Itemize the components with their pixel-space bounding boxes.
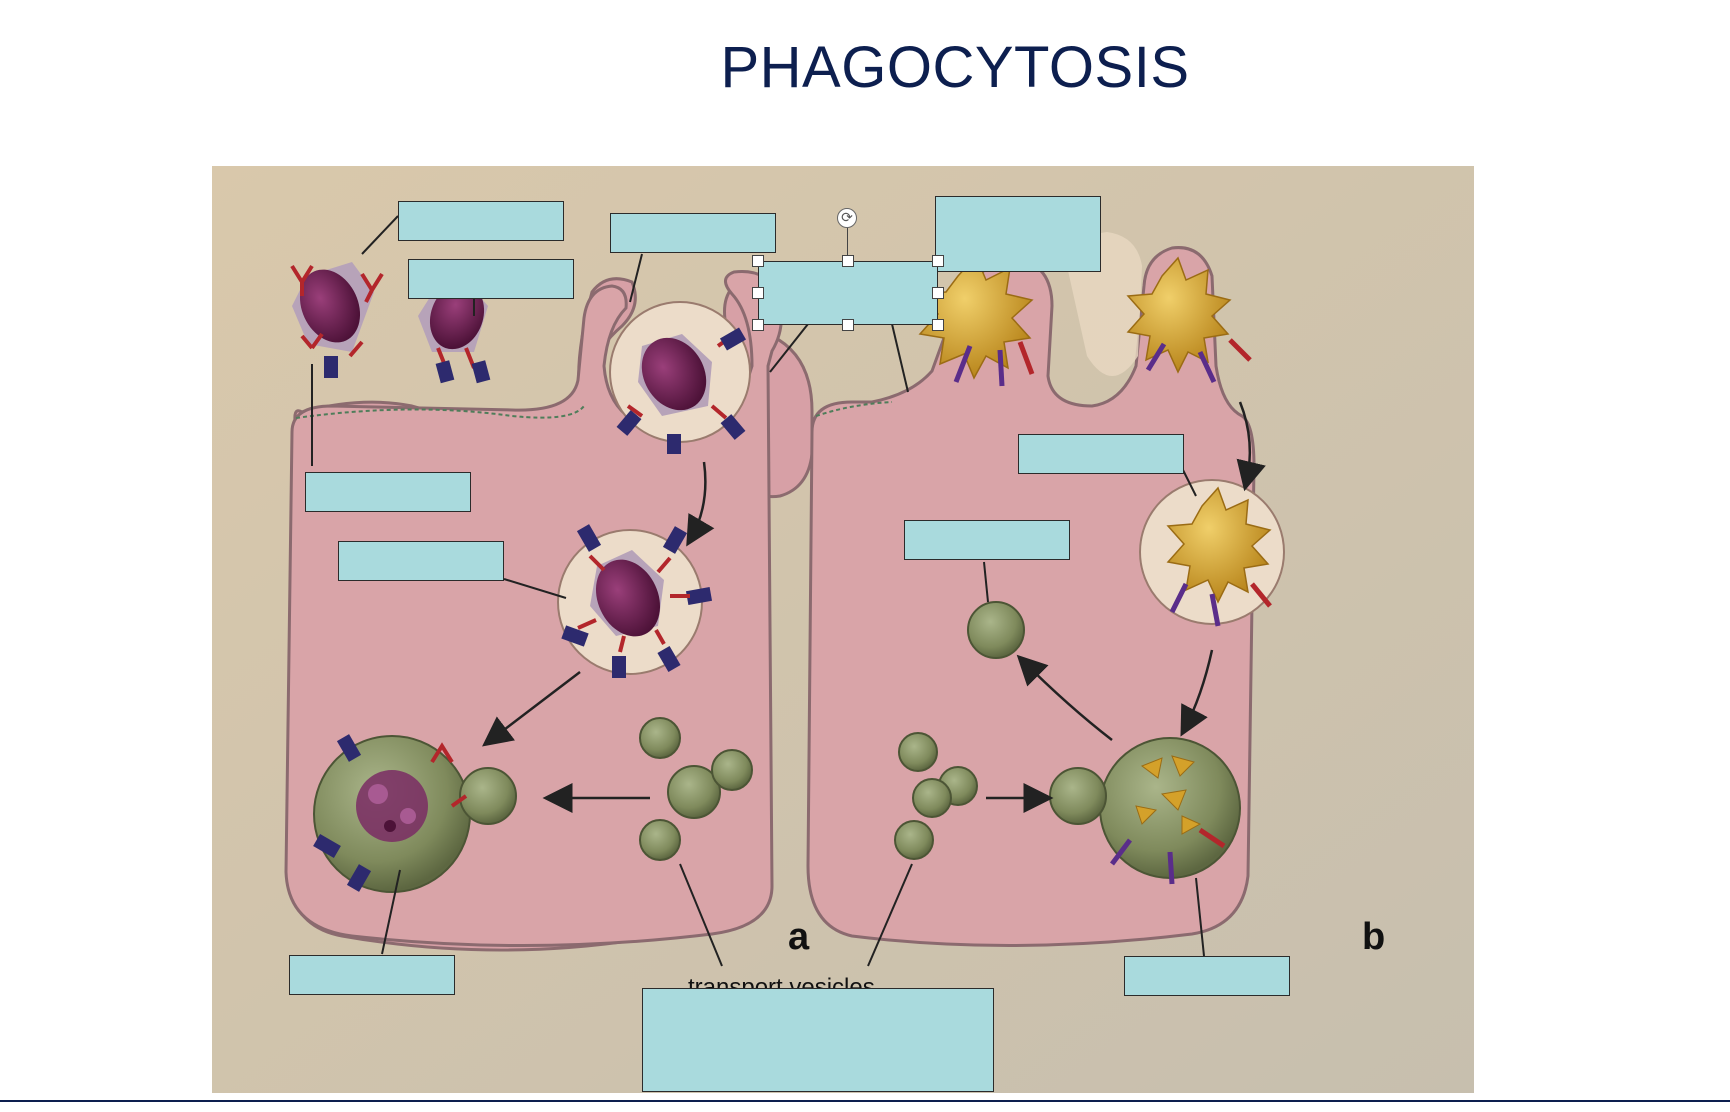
pathogen-engulfing-a — [616, 327, 747, 454]
vesicle-a-1 — [639, 717, 681, 759]
vesicle-a-2 — [667, 765, 721, 819]
vesicle-b-1 — [898, 732, 938, 772]
answer-box-selected[interactable] — [758, 261, 938, 325]
resize-handle-nw[interactable] — [752, 255, 764, 267]
answer-box-4[interactable] — [935, 196, 1101, 272]
arrow-b-1 — [1236, 401, 1266, 492]
resize-handle-se[interactable] — [932, 319, 944, 331]
answer-box-2[interactable] — [408, 259, 574, 299]
slide-title: PHAGOCYTOSIS — [720, 35, 1190, 100]
pathogen-opsonized-1 — [290, 262, 384, 378]
answer-box-9[interactable] — [289, 955, 455, 995]
answer-box-1[interactable] — [398, 201, 564, 241]
answer-box-5[interactable] — [305, 472, 471, 512]
rotate-handle-stem — [847, 228, 848, 258]
residual-body-b — [967, 601, 1025, 659]
vesicle-a-4 — [639, 819, 681, 861]
panel-label-a: a — [788, 916, 810, 958]
resize-handle-s[interactable] — [842, 319, 854, 331]
slide-bottom-rule — [0, 1100, 1730, 1102]
pathogen-in-phagosome-b — [1166, 486, 1272, 627]
digested-pathogen-a — [313, 734, 468, 892]
answer-box-7[interactable] — [1018, 434, 1184, 474]
pathogen-b-2 — [1126, 256, 1252, 384]
lysosome-bud-a — [459, 767, 517, 825]
resize-handle-ne[interactable] — [932, 255, 944, 267]
digested-pathogen-b — [1110, 755, 1226, 885]
answer-box-8[interactable] — [904, 520, 1070, 560]
vesicle-b-4 — [894, 820, 934, 860]
resize-handle-n[interactable] — [842, 255, 854, 267]
vesicle-a-3 — [711, 749, 753, 791]
cell-a-cortex — [295, 405, 585, 419]
arrow-b-3 — [1016, 654, 1113, 741]
lysosome-bud-b — [1049, 767, 1107, 825]
cell-b-cortex — [815, 401, 893, 417]
arrow-a-1 — [686, 461, 715, 547]
resize-handle-w[interactable] — [752, 287, 764, 299]
rotate-handle[interactable]: ⟳ — [837, 208, 857, 228]
answer-box-3[interactable] — [610, 213, 776, 253]
answer-box-6[interactable] — [338, 541, 504, 581]
vesicle-b-3 — [912, 778, 952, 818]
answer-box-10[interactable] — [1124, 956, 1290, 996]
panel-label-b: b — [1362, 916, 1386, 958]
answer-box-11[interactable] — [642, 988, 994, 1092]
pathogen-in-phagosome-a — [561, 524, 713, 678]
arrow-b-2 — [1180, 649, 1214, 737]
resize-handle-e[interactable] — [932, 287, 944, 299]
resize-handle-sw[interactable] — [752, 319, 764, 331]
phagocytosis-diagram: a b transport vesicles ⟳ — [212, 166, 1474, 1093]
arrow-a-2 — [482, 671, 581, 747]
